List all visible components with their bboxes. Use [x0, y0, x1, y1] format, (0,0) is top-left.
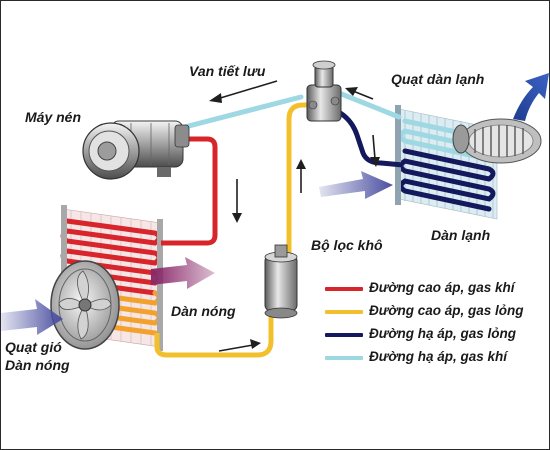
legend-swatch-high-pressure-liquid: [325, 310, 363, 314]
legend-item-high-pressure-gas: Đường cao áp, gas khí: [325, 277, 549, 300]
pipe-high-pressure-liquid-1: [154, 301, 274, 358]
label-condenser-fan-line2: Dàn nóng: [5, 357, 70, 373]
legend-swatch-low-pressure-gas: [325, 356, 363, 360]
evaporator-blower: [452, 118, 542, 164]
label-expansion-valve: Van tiết lưu: [189, 63, 266, 79]
label-compressor: Máy nén: [25, 109, 82, 125]
filter-drier: [264, 244, 298, 319]
expansion-valve: [306, 60, 342, 122]
pipe-high-pressure-gas: [161, 136, 218, 246]
legend: Đường cao áp, gas khí Đường cao áp, gas …: [325, 277, 549, 369]
legend-text-high-pressure-gas: Đường cao áp, gas khí: [369, 280, 515, 295]
legend-text-low-pressure-gas: Đường hạ áp, gas khí: [369, 349, 507, 364]
legend-swatch-high-pressure-gas: [325, 287, 363, 291]
condenser-fan: [50, 260, 120, 350]
pipe-high-pressure-liquid-2: [286, 102, 313, 259]
pipe-low-pressure-gas: [174, 94, 304, 132]
legend-text-low-pressure-liquid: Đường hạ áp, gas lỏng: [369, 326, 516, 341]
label-evaporator-fan: Quạt dàn lạnh: [391, 71, 485, 87]
air-flow-arrow-condenser: [1, 299, 63, 335]
legend-item-low-pressure-gas: Đường hạ áp, gas khí: [325, 346, 549, 369]
pipe-low-pressure-liquid: [331, 106, 404, 168]
legend-item-high-pressure-liquid: Đường cao áp, gas lỏng: [325, 300, 549, 323]
hot-air-arrow: [151, 257, 215, 289]
pipe-low-pressure-gas-evap: [336, 90, 402, 120]
label-filter-drier: Bộ lọc khô: [311, 237, 383, 253]
cold-air-arrow: [513, 73, 549, 121]
flow-arrows: [209, 80, 380, 352]
legend-text-high-pressure-liquid: Đường cao áp, gas lỏng: [369, 303, 524, 318]
legend-item-low-pressure-liquid: Đường hạ áp, gas lỏng: [325, 323, 549, 346]
label-evaporator: Dàn lạnh: [431, 227, 491, 243]
legend-swatch-low-pressure-liquid: [325, 333, 363, 337]
compressor: [82, 120, 190, 180]
label-condenser: Dàn nóng: [171, 303, 236, 319]
air-flow-arrow-evaporator: [319, 171, 393, 199]
label-condenser-fan-line1: Quạt gió: [5, 339, 62, 355]
